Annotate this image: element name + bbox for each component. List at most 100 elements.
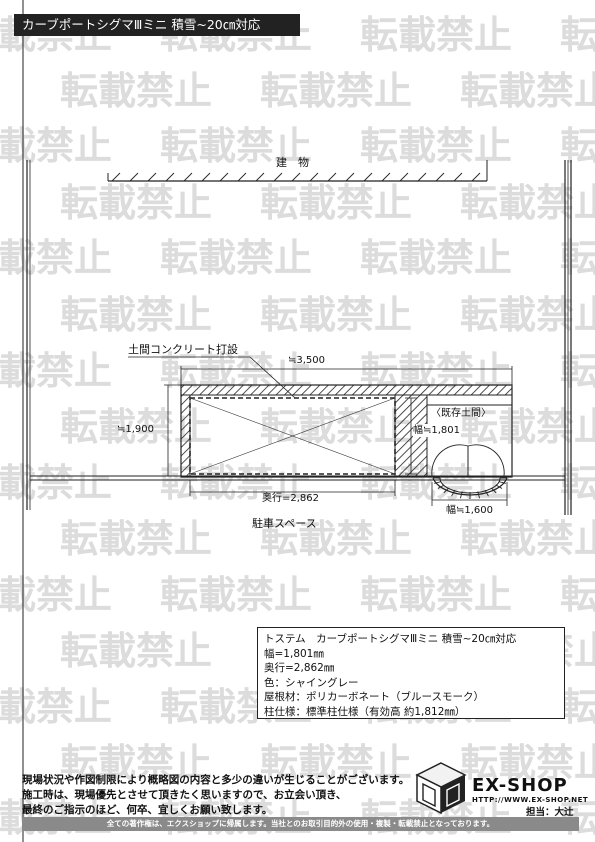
dimension-depth	[189, 480, 396, 496]
building-hatch-tick	[345, 172, 355, 182]
watermark-text: 転載禁止	[160, 124, 312, 168]
spec-line-width: 幅=1,801㎜	[264, 647, 324, 660]
building-hatch-tick	[381, 172, 391, 182]
spec-line-color: 色：シャイングレー	[264, 676, 359, 689]
door-threshold-tick	[498, 481, 506, 484]
spec-line-depth: 奥行=2,862㎜	[264, 662, 335, 674]
building-hatch-tick	[417, 172, 427, 182]
watermark-text: 転載禁止	[460, 741, 595, 785]
note-line: 施工時は、現場優先とさせて頂きたく思いますので、お立会い頂き、	[22, 789, 347, 801]
building-hatch-tick	[453, 172, 463, 182]
watermark-text: 転載禁止	[0, 349, 112, 393]
door-threshold-tick	[459, 491, 463, 499]
watermark-text: 転載禁止	[560, 124, 595, 168]
watermark-text: 転載禁止	[60, 69, 212, 113]
building-hatch-tick	[147, 172, 157, 182]
dimension-width	[180, 366, 513, 385]
copyright-footer: 全ての著作権は、エクスショップに帰属します。当社とのお取引目的外の使用・複製・転…	[22, 817, 579, 831]
building-hatch-tick	[327, 172, 337, 182]
building-hatch-tick	[435, 172, 445, 182]
door-threshold-tick	[495, 484, 503, 489]
concrete-leader-line	[128, 356, 296, 399]
depth-dimension-label: 奥行=2,862	[262, 493, 320, 504]
ex-shop-logo-text: EX-SHOP	[472, 775, 568, 796]
watermark-text: 転載禁止	[60, 741, 212, 785]
spec-line-product: トステム カーブポートシグマⅢミニ 積雪~20㎝対応	[264, 633, 517, 645]
building-hatch-tick	[291, 172, 301, 182]
building-hatch-tick	[201, 172, 211, 182]
building-hatch-tick	[363, 172, 373, 182]
door-threshold-tick	[437, 484, 445, 489]
watermark-text: 転載禁止	[60, 181, 212, 225]
watermark-text: 転載禁止	[0, 685, 112, 729]
building-hatch-tick	[237, 172, 247, 182]
width-dimension-label: ≒3,500	[288, 355, 326, 366]
watermark-text: 転載禁止	[560, 349, 595, 393]
existing-entrance-label: 〈既存土間〉	[431, 408, 491, 419]
watermark-text: 転載禁止	[0, 573, 112, 617]
concrete-label: 土間コンクリート打設	[128, 343, 238, 356]
building-hatch-tick	[165, 172, 175, 182]
watermark-text: 転載禁止	[60, 629, 212, 673]
building-hatch-tick	[399, 172, 409, 182]
watermark-text: 転載禁止	[260, 293, 412, 337]
parking-space-label: 駐車スペース	[252, 517, 317, 530]
dimension-height	[164, 384, 181, 477]
watermark-text: 転載禁止	[460, 181, 595, 225]
frontage-dimension-label: 幅≒1,801	[413, 424, 461, 437]
watermark-text: 転載禁止	[260, 181, 412, 225]
door-threshold-tick	[484, 489, 489, 497]
building-outline	[107, 160, 488, 182]
building-hatch-tick	[129, 172, 139, 182]
door-threshold-tick	[443, 487, 450, 494]
spec-box: トステム カーブポートシグマⅢミニ 積雪~20㎝対応 幅=1,801㎜ 奥行=2…	[257, 627, 565, 719]
door-threshold-tick	[477, 491, 481, 499]
watermark-text: 転載禁止	[160, 573, 312, 617]
watermark-text: 転載禁止	[560, 685, 595, 729]
watermark-text: 転載禁止	[160, 236, 312, 280]
watermark-text: 転載禁止	[460, 293, 595, 337]
watermark-text: 転載禁止	[360, 573, 512, 617]
note-line: 現場状況や作図制限により概略図の内容と多少の違いが生じることがございます。	[22, 774, 410, 786]
spec-line-roof: 屋根材：ポリカーボネート（ブルースモーク）	[264, 691, 484, 703]
spec-line-pillar: 柱仕様：標準柱仕様（有効高 約1,812㎜）	[264, 705, 466, 718]
watermark-text: 転載禁止	[60, 517, 212, 561]
watermark-text: 転載禁止	[260, 517, 412, 561]
watermark-text: 転載禁止	[560, 13, 595, 57]
watermark-text: 転載禁止	[560, 461, 595, 505]
watermark-text: 転載禁止	[560, 236, 595, 280]
watermark-text: 転載禁止	[0, 236, 112, 280]
building-label: 建 物	[276, 156, 309, 169]
building-hatch-tick	[255, 172, 265, 182]
note-line: 最終のご指示のほど、何卒、宜しくお願い致します。	[22, 804, 273, 816]
door-threshold-tick	[490, 487, 497, 494]
watermark-text: 転載禁止	[360, 13, 512, 57]
notes-block: 現場状況や作図制限により概略図の内容と多少の違いが生じることがございます。 施工…	[22, 773, 409, 818]
watermark-text: 転載禁止	[0, 461, 112, 505]
watermark-text: 転載禁止	[260, 741, 412, 785]
watermark-text: 転載禁止	[360, 236, 512, 280]
watermark-text: 転載禁止	[460, 405, 595, 449]
dimension-door	[431, 482, 508, 506]
watermark-text: 転載禁止	[0, 124, 112, 168]
watermark-text: 転載禁止	[460, 517, 595, 561]
building-hatch-tick	[309, 172, 319, 182]
left-boundary-wall	[22, 0, 31, 842]
building-hatch-tick	[111, 172, 121, 182]
ex-shop-url: HTTP://WWW.EX-SHOP.NET	[472, 796, 589, 804]
watermark-text: 転載禁止	[560, 573, 595, 617]
existing-entrance	[426, 404, 513, 499]
watermark-text: 転載禁止	[260, 405, 412, 449]
right-boundary-wall	[564, 160, 572, 515]
building-hatch-tick	[471, 172, 481, 182]
building-hatch-tick	[273, 172, 283, 182]
building-hatch-tick	[219, 172, 229, 182]
ex-shop-cube-icon	[415, 762, 467, 815]
carport-footprint	[189, 397, 396, 475]
page-title: カーブポートシグマⅢミニ 積雪~20㎝対応	[14, 14, 300, 36]
door-threshold-tick	[451, 489, 456, 497]
dimension-frontage	[405, 397, 417, 475]
watermark-text: 転載禁止	[460, 69, 595, 113]
height-dimension-label: ≒1,900	[117, 424, 155, 435]
